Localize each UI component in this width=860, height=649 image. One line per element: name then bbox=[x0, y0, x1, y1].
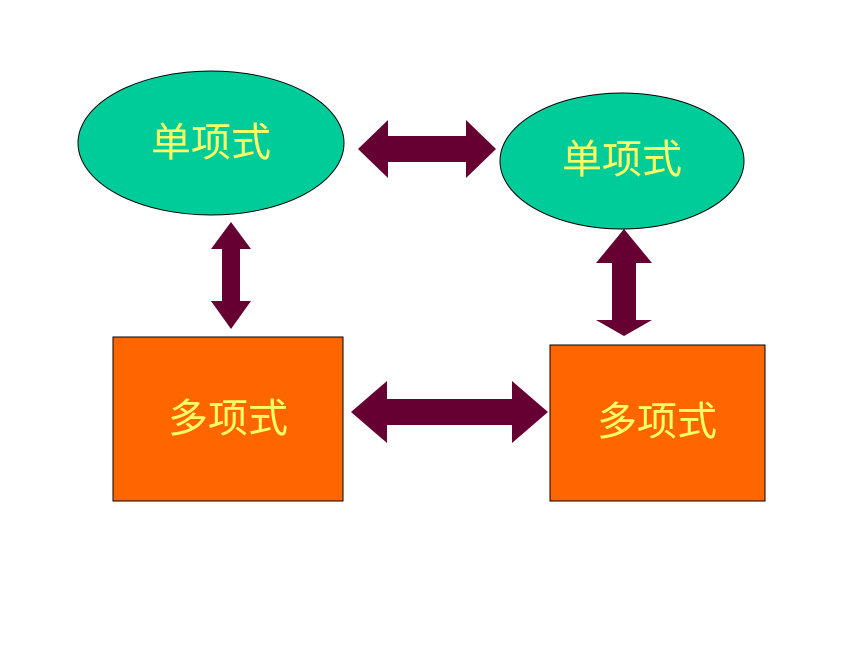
ellipse-shape bbox=[499, 92, 745, 230]
node-polynomial-left: 多项式 bbox=[112, 336, 344, 502]
node-polynomial-right: 多项式 bbox=[549, 344, 766, 502]
rect-shape bbox=[112, 336, 344, 502]
double-arrow-horizontal-bottom bbox=[351, 381, 548, 443]
node-label: 多项式 bbox=[597, 399, 717, 445]
double-arrow-vertical-right bbox=[596, 229, 652, 336]
node-monomial-left: 单项式 bbox=[77, 70, 345, 216]
rect-shape bbox=[549, 344, 766, 502]
double-arrow-vertical-left bbox=[211, 222, 251, 329]
double-arrow-horizontal-top bbox=[358, 120, 496, 178]
node-label: 多项式 bbox=[168, 396, 288, 442]
ellipse-shape bbox=[77, 70, 345, 216]
node-label: 单项式 bbox=[562, 137, 682, 183]
node-label: 单项式 bbox=[151, 120, 271, 166]
node-monomial-right: 单项式 bbox=[499, 92, 745, 230]
